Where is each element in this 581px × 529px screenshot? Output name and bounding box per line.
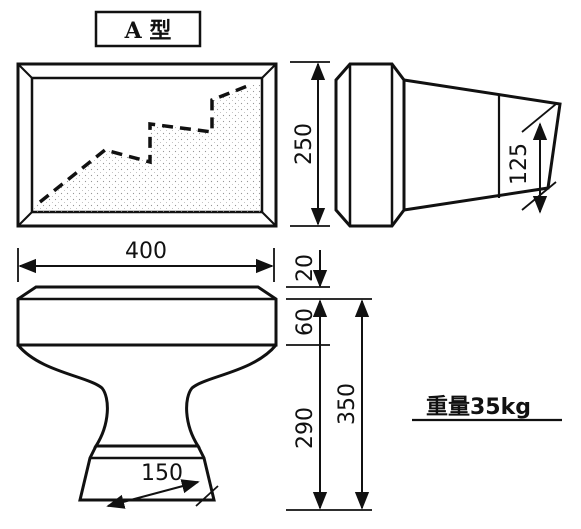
dim-base-label: 150 [141, 461, 183, 486]
title-block: A 型 [94, 10, 202, 48]
dim-top-lip-label: 20 [293, 254, 318, 282]
dim-body-label: 290 [293, 407, 318, 449]
front-view [16, 62, 278, 228]
infill-area [32, 85, 262, 212]
profile-view: 150 [16, 285, 278, 509]
dim-width: 400 [17, 239, 275, 282]
dim-depth-label: 125 [507, 143, 532, 185]
dim-height-label: 250 [292, 123, 317, 165]
dim-total-label: 350 [335, 383, 360, 425]
dim-vertical-stack: 20 60 290 350 [286, 250, 372, 511]
fill-level-line [38, 83, 251, 204]
dim-width-label: 400 [125, 239, 167, 264]
weight-note: 重量35kg [412, 395, 562, 422]
dim-collar-label: 60 [293, 308, 318, 336]
dim-height: 250 [290, 61, 330, 227]
weight-label: 重量35kg [426, 395, 531, 420]
side-view: 125 [334, 62, 562, 228]
title-label: A 型 [124, 18, 172, 44]
